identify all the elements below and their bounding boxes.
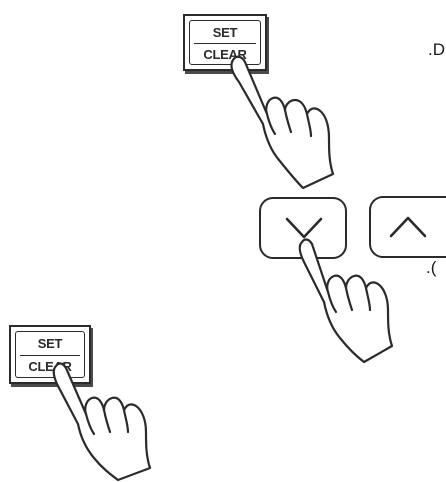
chevron-down-icon [285,217,323,239]
set-label: SET [212,25,238,40]
pointing-hand-icon [230,55,335,190]
pointing-hand-icon [52,362,152,482]
up-arrow-button[interactable] [369,196,446,258]
chevron-up-icon [389,216,427,238]
instruction-text-fragment: .( [426,258,437,277]
instruction-text-fragment: .D [428,40,445,59]
set-clear-button-top[interactable]: SET CLEAR [183,14,267,71]
set-label: SET [37,336,63,351]
pointing-hand-icon [298,238,394,364]
